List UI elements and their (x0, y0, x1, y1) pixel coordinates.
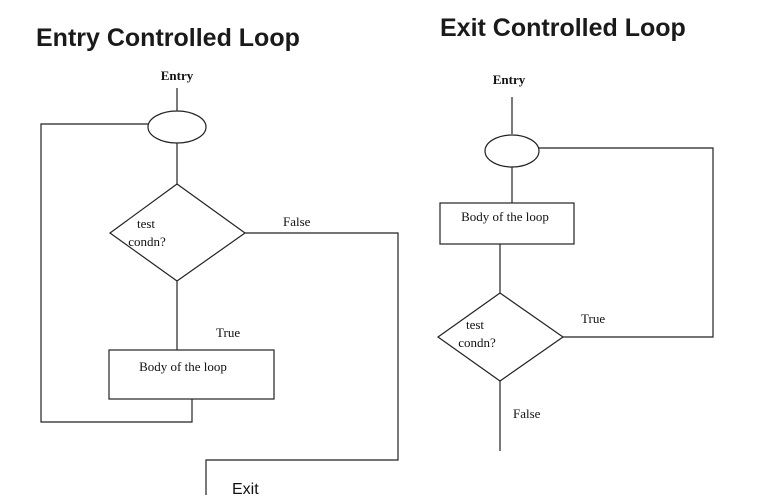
connector-node (147, 110, 207, 144)
entry-label: Entry (161, 68, 194, 83)
condition-text-line1: test (466, 317, 484, 332)
true-label: True (581, 311, 605, 326)
false-branch-line (205, 232, 399, 495)
condition-text-line2: condn? (128, 234, 166, 249)
true-label: True (216, 325, 240, 340)
condition-text-line1: test (137, 216, 155, 231)
loop-body-box (108, 349, 275, 400)
loop-body-label: Body of the loop (139, 359, 227, 374)
false-label: False (283, 214, 311, 229)
entry-label: Entry (493, 72, 526, 87)
true-branch-loop-line (539, 147, 714, 338)
condition-diamond (436, 292, 565, 382)
exit-controlled-diagram: Entry Body of the loop test condn? True … (436, 72, 714, 451)
loop-body-label: Body of the loop (461, 209, 549, 224)
condition-text-line2: condn? (458, 335, 496, 350)
connector-node (484, 134, 540, 168)
exit-label: Exit (232, 481, 259, 498)
entry-controlled-loop-title: Entry Controlled Loop (36, 24, 300, 52)
false-label: False (513, 406, 541, 421)
loop-body-box (439, 202, 575, 245)
condition-diamond (108, 183, 247, 282)
entry-controlled-diagram: Entry test condn? False True Body of the… (40, 68, 399, 498)
loop-back-line (40, 123, 193, 423)
exit-controlled-loop-title: Exit Controlled Loop (440, 14, 686, 42)
